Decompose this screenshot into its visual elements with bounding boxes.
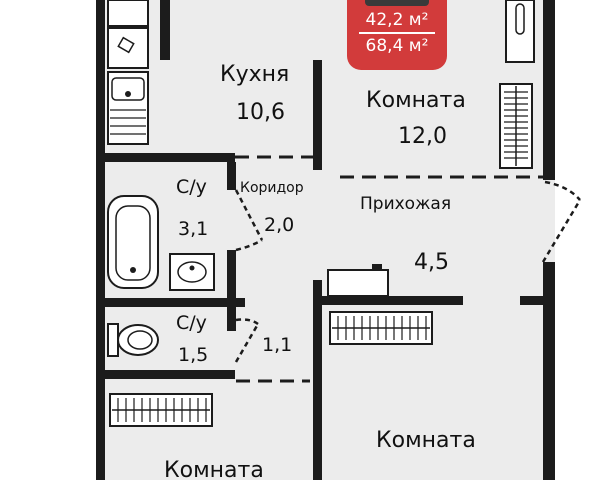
living-area: 42,2 м²	[365, 10, 429, 30]
bath2-bottom-wall	[105, 370, 235, 379]
shoe-cabinet-icon	[327, 264, 389, 297]
wall-cabinet-icon	[505, 0, 535, 63]
outer-wall-right-bottom	[543, 262, 555, 480]
room1-area: 12,0	[398, 124, 447, 149]
kitchen-name: Кухня	[220, 62, 290, 87]
outer-wall-left	[96, 0, 105, 480]
bathtub-icon	[107, 195, 159, 289]
bath1-name: С/у	[176, 176, 207, 198]
total-area: 68,4 м²	[365, 36, 429, 56]
plan-margin-left	[0, 0, 96, 480]
washbasin-icon	[169, 253, 215, 291]
plan-margin-right	[555, 0, 595, 480]
hall-area: 4,5	[414, 250, 449, 275]
room2-top-wall	[313, 296, 463, 305]
bath2-area: 1,5	[178, 344, 209, 366]
stove-icon	[107, 27, 149, 69]
bath1-area: 3,1	[178, 218, 209, 240]
corridor-name: Коридор	[240, 180, 304, 196]
corridor-area: 2,0	[264, 214, 295, 236]
bath1-bottom-wall	[105, 298, 245, 307]
sink-icon	[107, 71, 149, 145]
door-swing-corridor	[234, 189, 264, 252]
outer-wall-right-top	[543, 0, 555, 180]
room2-name: Комната	[164, 458, 264, 483]
kitchen-area: 10,6	[236, 100, 285, 125]
room2-top-wall-right	[520, 296, 555, 305]
room2-left-wall	[313, 280, 322, 480]
toilet-icon	[107, 323, 159, 357]
bath1-right-wall	[227, 162, 236, 190]
bath2-right-wall	[227, 307, 236, 331]
bath2-name: С/у	[176, 312, 207, 334]
hall-name: Прихожая	[360, 194, 452, 214]
bath1-right-wall-lower	[227, 250, 236, 298]
room3-name: Комната	[376, 428, 476, 453]
radiator-icon	[499, 83, 533, 169]
counter-top	[107, 0, 149, 27]
room1-name: Комната	[366, 88, 466, 113]
kitchen-top-wall	[160, 0, 170, 60]
badge-header	[365, 0, 429, 6]
area-badge: 42,2 м² 68,4 м²	[347, 0, 447, 70]
closet-area: 1,1	[262, 334, 293, 356]
badge-divider	[359, 32, 435, 34]
door-swing-bath2	[234, 318, 260, 363]
kitchen-bottom-wall	[105, 153, 235, 162]
radiator-icon	[329, 311, 433, 345]
radiator-icon	[109, 393, 213, 427]
kitchen-wall	[313, 60, 322, 170]
door-swing-entry	[541, 180, 582, 263]
